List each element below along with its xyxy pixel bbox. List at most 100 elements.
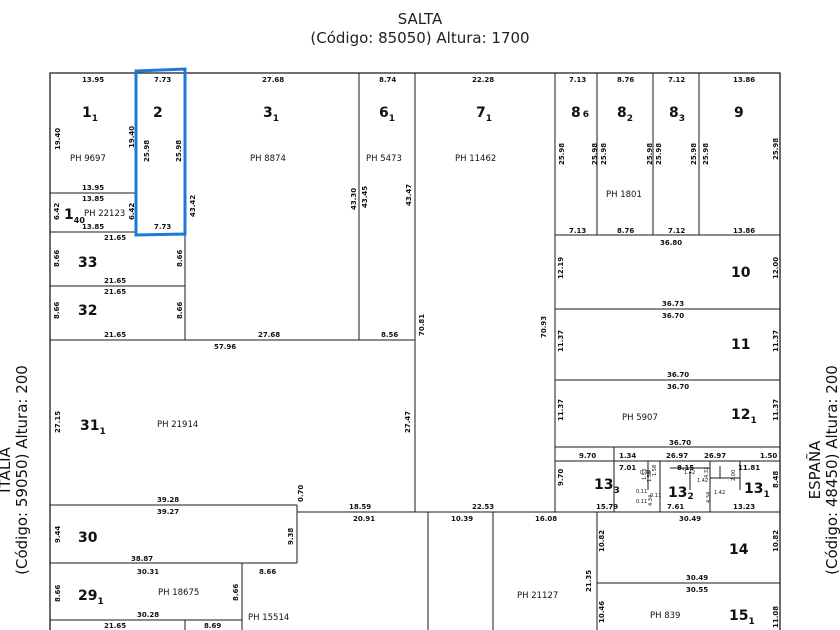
dim-label: 4.32: [704, 467, 710, 478]
dim-label: 18.59: [349, 503, 371, 511]
dim-label: 30.28: [137, 611, 159, 619]
dim-label: 7.73: [154, 223, 171, 231]
street-label-west: ITALIA (Código: 59050) Altura: 200: [0, 365, 31, 575]
dim-label: 30.31: [137, 568, 159, 576]
dim-label: 70.93: [540, 316, 548, 338]
highlighted-parcel-2[interactable]: [134, 67, 187, 237]
parcel-number-6-1: 61: [379, 105, 395, 124]
dim-label: 4.34: [648, 495, 654, 506]
dim-label: 19.40: [54, 128, 62, 150]
dim-label: 8.66: [232, 584, 240, 601]
ph-label-8874: PH 8874: [250, 154, 286, 164]
street-name-east: ESPAÑA: [805, 440, 824, 500]
dim-label: 1.42: [714, 490, 725, 496]
parcel-number-30: 30: [78, 530, 98, 546]
parcel-number-33: 33: [78, 255, 97, 271]
dim-label: 22.28: [472, 76, 494, 84]
ph-labels: PH 9697 PH 8874 PH 5473 PH 11462 PH 1801…: [70, 154, 680, 623]
dim-label: 57.96: [214, 343, 236, 351]
parcel-number-7-1: 71: [476, 105, 492, 124]
ph-label-5473: PH 5473: [366, 154, 402, 164]
dim-label: 8.76: [617, 76, 634, 84]
dim-label: 8.48: [772, 471, 780, 488]
street-name-west: ITALIA: [0, 446, 14, 492]
dim-label: 10.39: [451, 515, 473, 523]
dim-label: 13.85: [82, 223, 104, 231]
parcel-lines: [50, 73, 780, 630]
dim-label: 6.42: [53, 203, 61, 220]
dim-label: 10.82: [772, 530, 780, 552]
ph-label-22123: PH 22123: [84, 209, 125, 219]
dim-label: 4.34: [706, 492, 712, 503]
dim-label: 8.66: [53, 250, 61, 267]
dim-label: 7.73: [154, 76, 171, 84]
dim-label: 6.42: [128, 203, 136, 220]
parcel-number-13-3: 133: [594, 477, 620, 496]
dim-label: 7.12: [668, 227, 685, 235]
parcel-number-12-1: 121: [731, 407, 757, 426]
dim-label: 27.68: [258, 331, 280, 339]
parcel-number-8-2: 82: [617, 105, 633, 124]
parcel-number-3-1: 31: [263, 105, 279, 124]
dim-label: 25.98: [143, 140, 151, 162]
parcel-number-29-1: 291: [78, 588, 104, 607]
dim-label: 27.15: [54, 411, 62, 433]
dim-label: 25.98: [690, 143, 698, 165]
street-label-north: SALTA (Código: 85050) Altura: 1700: [260, 10, 580, 48]
dim-label: 20.91: [353, 515, 375, 523]
dim-label: 43.45: [361, 186, 369, 208]
dim-label: 25.98: [175, 140, 183, 162]
dim-label: 1.58: [652, 465, 658, 476]
dim-label: 0.11: [636, 499, 647, 505]
dim-label: 9.70: [579, 452, 596, 460]
dim-label: 13.86: [733, 76, 755, 84]
dim-label: 21.65: [104, 234, 126, 242]
dim-label: 25.98: [600, 143, 608, 165]
dim-label: 11.37: [772, 330, 780, 352]
dim-label: 12.00: [772, 257, 780, 279]
dim-label: 36.70: [667, 371, 689, 379]
dim-label: 7.01: [619, 464, 636, 472]
parcel-number-15-1: 151: [729, 608, 755, 627]
dim-label: 36.80: [660, 239, 682, 247]
dim-label: 25.98: [702, 143, 710, 165]
dim-label: 7.13: [569, 227, 586, 235]
ph-label-21127: PH 21127: [517, 591, 558, 601]
dim-label: 7.61: [667, 503, 684, 511]
dim-label: 7.13: [569, 76, 586, 84]
ph-label-9697: PH 9697: [70, 154, 106, 164]
dim-label: 13.95: [82, 76, 104, 84]
dim-label: 0.11: [650, 493, 661, 499]
ph-label-18675: PH 18675: [158, 588, 199, 598]
dim-label: 25.98: [772, 138, 780, 160]
dim-label: 0.11: [636, 489, 647, 495]
parcel-number-31-1: 311: [80, 418, 106, 437]
ph-label-15514: PH 15514: [248, 613, 289, 623]
dim-label: 1.34: [619, 452, 636, 460]
dim-label: 21.65: [104, 288, 126, 296]
dim-label: 9.38: [287, 528, 295, 545]
dim-label: 43.42: [189, 195, 197, 217]
dim-label: 30.49: [679, 515, 701, 523]
dim-label: 9.44: [54, 526, 62, 543]
dim-label: 36.70: [669, 439, 691, 447]
dim-label: 7.12: [668, 76, 685, 84]
street-detail-west: (Código: 59050) Altura: 200: [13, 365, 31, 575]
dim-label: 30.49: [686, 574, 708, 582]
parcel-number-11: 11: [731, 337, 750, 353]
dim-label: 27.47: [404, 411, 412, 433]
dim-label: 8.15: [677, 464, 694, 472]
dim-label: 25.98: [591, 143, 599, 165]
dim-label: 43.47: [405, 184, 413, 206]
dim-label: 22.53: [472, 503, 494, 511]
dim-label: 8.74: [379, 76, 396, 84]
dimension-labels: 13.95 7.73 27.68 8.74 22.28 7.13 8.76 7.…: [82, 76, 777, 630]
parcel-number-10: 10: [731, 265, 751, 281]
street-detail-north: (Código: 85050) Altura: 1700: [310, 29, 530, 47]
dim-label: 12.19: [557, 257, 565, 279]
dim-label: 8.56: [381, 331, 398, 339]
dim-label: 8.66: [259, 568, 276, 576]
